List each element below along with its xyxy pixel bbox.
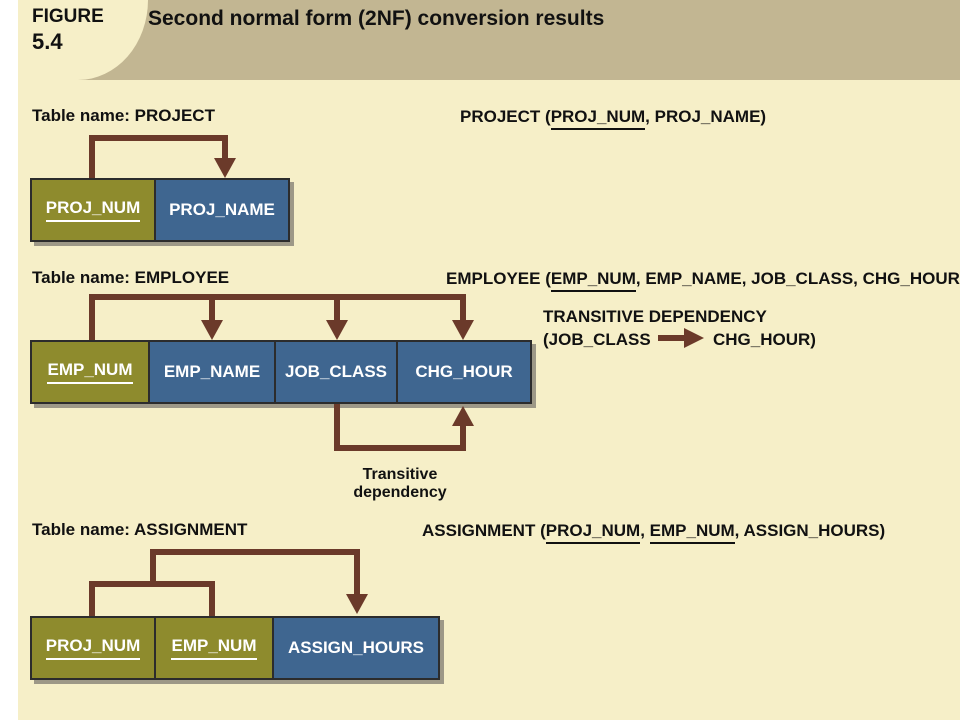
assignment-dependency-arrow [150, 549, 360, 596]
employee-table-name: Table name: EMPLOYEE [32, 268, 230, 287]
assignment-schema-key-1: PROJ_NUM [545, 521, 641, 544]
assignment-cell-proj-num-label: PROJ_NUM [45, 636, 141, 660]
assignment-cell-emp-num-label: EMP_NUM [171, 636, 257, 660]
employee-cell-emp-num: EMP_NUM [30, 340, 150, 404]
employee-dependency-line [89, 294, 466, 340]
employee-cell-chg-hour-label: CHG_HOUR [415, 362, 513, 381]
employee-schema-attr-3: CHG_HOUR [862, 269, 960, 288]
project-table-name: Table name: PROJECT [32, 106, 215, 125]
employee-arrowhead-emp-name [201, 320, 223, 340]
assignment-arrowhead [346, 594, 368, 614]
project-arrowhead [214, 158, 236, 178]
employee-cell-emp-num-label: EMP_NUM [47, 360, 133, 384]
project-table-row: PROJ_NUM PROJ_NAME [30, 178, 290, 242]
figure-number: 5.4 [32, 29, 63, 54]
employee-schema-attr-2: JOB_CLASS [751, 269, 854, 288]
project-schema-key: PROJ_NUM [550, 107, 646, 130]
project-cell-proj-name: PROJ_NAME [156, 178, 290, 242]
assignment-cell-emp-num: EMP_NUM [156, 616, 274, 680]
employee-schema-key: EMP_NUM [550, 269, 636, 292]
employee-schema-table: EMPLOYEE [446, 269, 541, 288]
employee-cell-chg-hour: CHG_HOUR [398, 340, 532, 404]
assignment-composite-key-line [89, 581, 215, 616]
transitive-dependency-heading: TRANSITIVE DEPENDENCY [543, 307, 767, 326]
project-schema-attr: PROJ_NAME [654, 107, 761, 126]
employee-cell-emp-name-label: EMP_NAME [163, 362, 261, 381]
assignment-schema-key-2: EMP_NUM [649, 521, 735, 544]
employee-cell-emp-name: EMP_NAME [150, 340, 276, 404]
figure-header: FIGURE 5.4 Second normal form (2NF) conv… [18, 0, 960, 80]
transitive-dependency-to: CHG_HOUR) [713, 330, 816, 349]
project-schema: PROJECT (PROJ_NUM, PROJ_NAME) [460, 106, 766, 130]
assignment-cell-proj-num: PROJ_NUM [30, 616, 156, 680]
employee-arrowhead-chg-hour [452, 320, 474, 340]
assignment-cell-assign-hours: ASSIGN_HOURS [274, 616, 440, 680]
assignment-schema: ASSIGNMENT (PROJ_NUM, EMP_NUM, ASSIGN_HO… [422, 520, 885, 544]
employee-schema-attr-1: EMP_NAME [645, 269, 742, 288]
transitive-note-line2: dependency [353, 484, 447, 501]
project-cell-proj-name-label: PROJ_NAME [169, 200, 275, 219]
figure-label: FIGURE [32, 6, 104, 27]
assignment-schema-attr: ASSIGN_HOURS [743, 521, 880, 540]
employee-arrowhead-job-class [326, 320, 348, 340]
project-dependency-arrow [89, 135, 228, 178]
assignment-table-name: Table name: ASSIGNMENT [32, 520, 248, 539]
employee-cell-job-class-label: JOB_CLASS [284, 362, 388, 381]
schema-transitive-arrowhead [684, 328, 704, 348]
transitive-dependency-from: (JOB_CLASS [543, 330, 651, 349]
project-cell-proj-num-label: PROJ_NUM [45, 198, 141, 222]
project-cell-proj-num: PROJ_NUM [30, 178, 156, 242]
assignment-cell-assign-hours-label: ASSIGN_HOURS [287, 638, 425, 657]
employee-schema: EMPLOYEE (EMP_NUM, EMP_NAME, JOB_CLASS, … [446, 268, 960, 292]
employee-table-row: EMP_NUM EMP_NAME JOB_CLASS CHG_HOUR [30, 340, 532, 404]
figure-title: Second normal form (2NF) conversion resu… [148, 7, 605, 30]
assignment-schema-table: ASSIGNMENT [422, 521, 536, 540]
assignment-table-row: PROJ_NUM EMP_NUM ASSIGN_HOURS [30, 616, 440, 680]
transitive-dependency-note: Transitive dependency [345, 466, 455, 502]
employee-transitive-arrow [334, 404, 466, 451]
employee-cell-job-class: JOB_CLASS [276, 340, 398, 404]
transitive-note-line1: Transitive [362, 466, 438, 483]
employee-transitive-arrowhead [452, 406, 474, 426]
project-schema-table: PROJECT [460, 107, 541, 126]
